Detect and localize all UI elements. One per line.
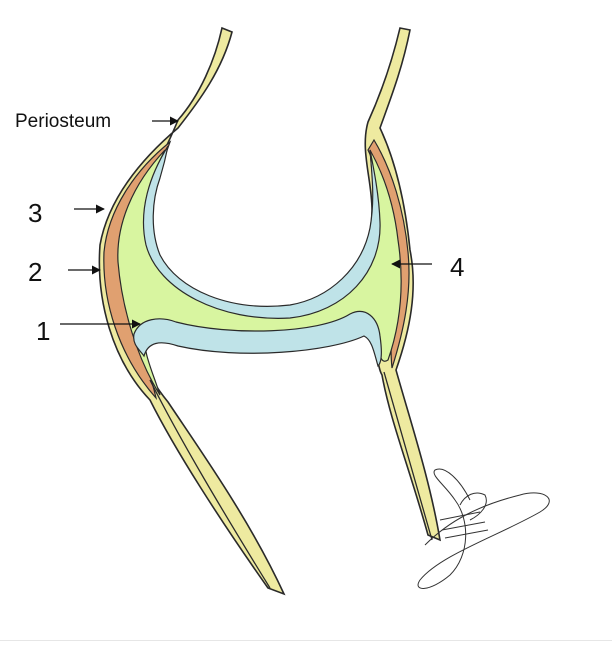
lower-left-periosteum [149,379,271,589]
signature [417,468,550,589]
lower-right-periosteum [383,371,433,541]
articular-cartilage-upper [142,145,381,319]
label-2: 2 [28,257,42,287]
label-1: 1 [36,316,50,346]
label-4: 4 [450,252,464,282]
label-3: 3 [28,198,42,228]
bottom-divider [0,640,612,641]
label-periosteum: Periosteum [15,111,111,132]
articular-cartilage-lower [133,310,382,368]
